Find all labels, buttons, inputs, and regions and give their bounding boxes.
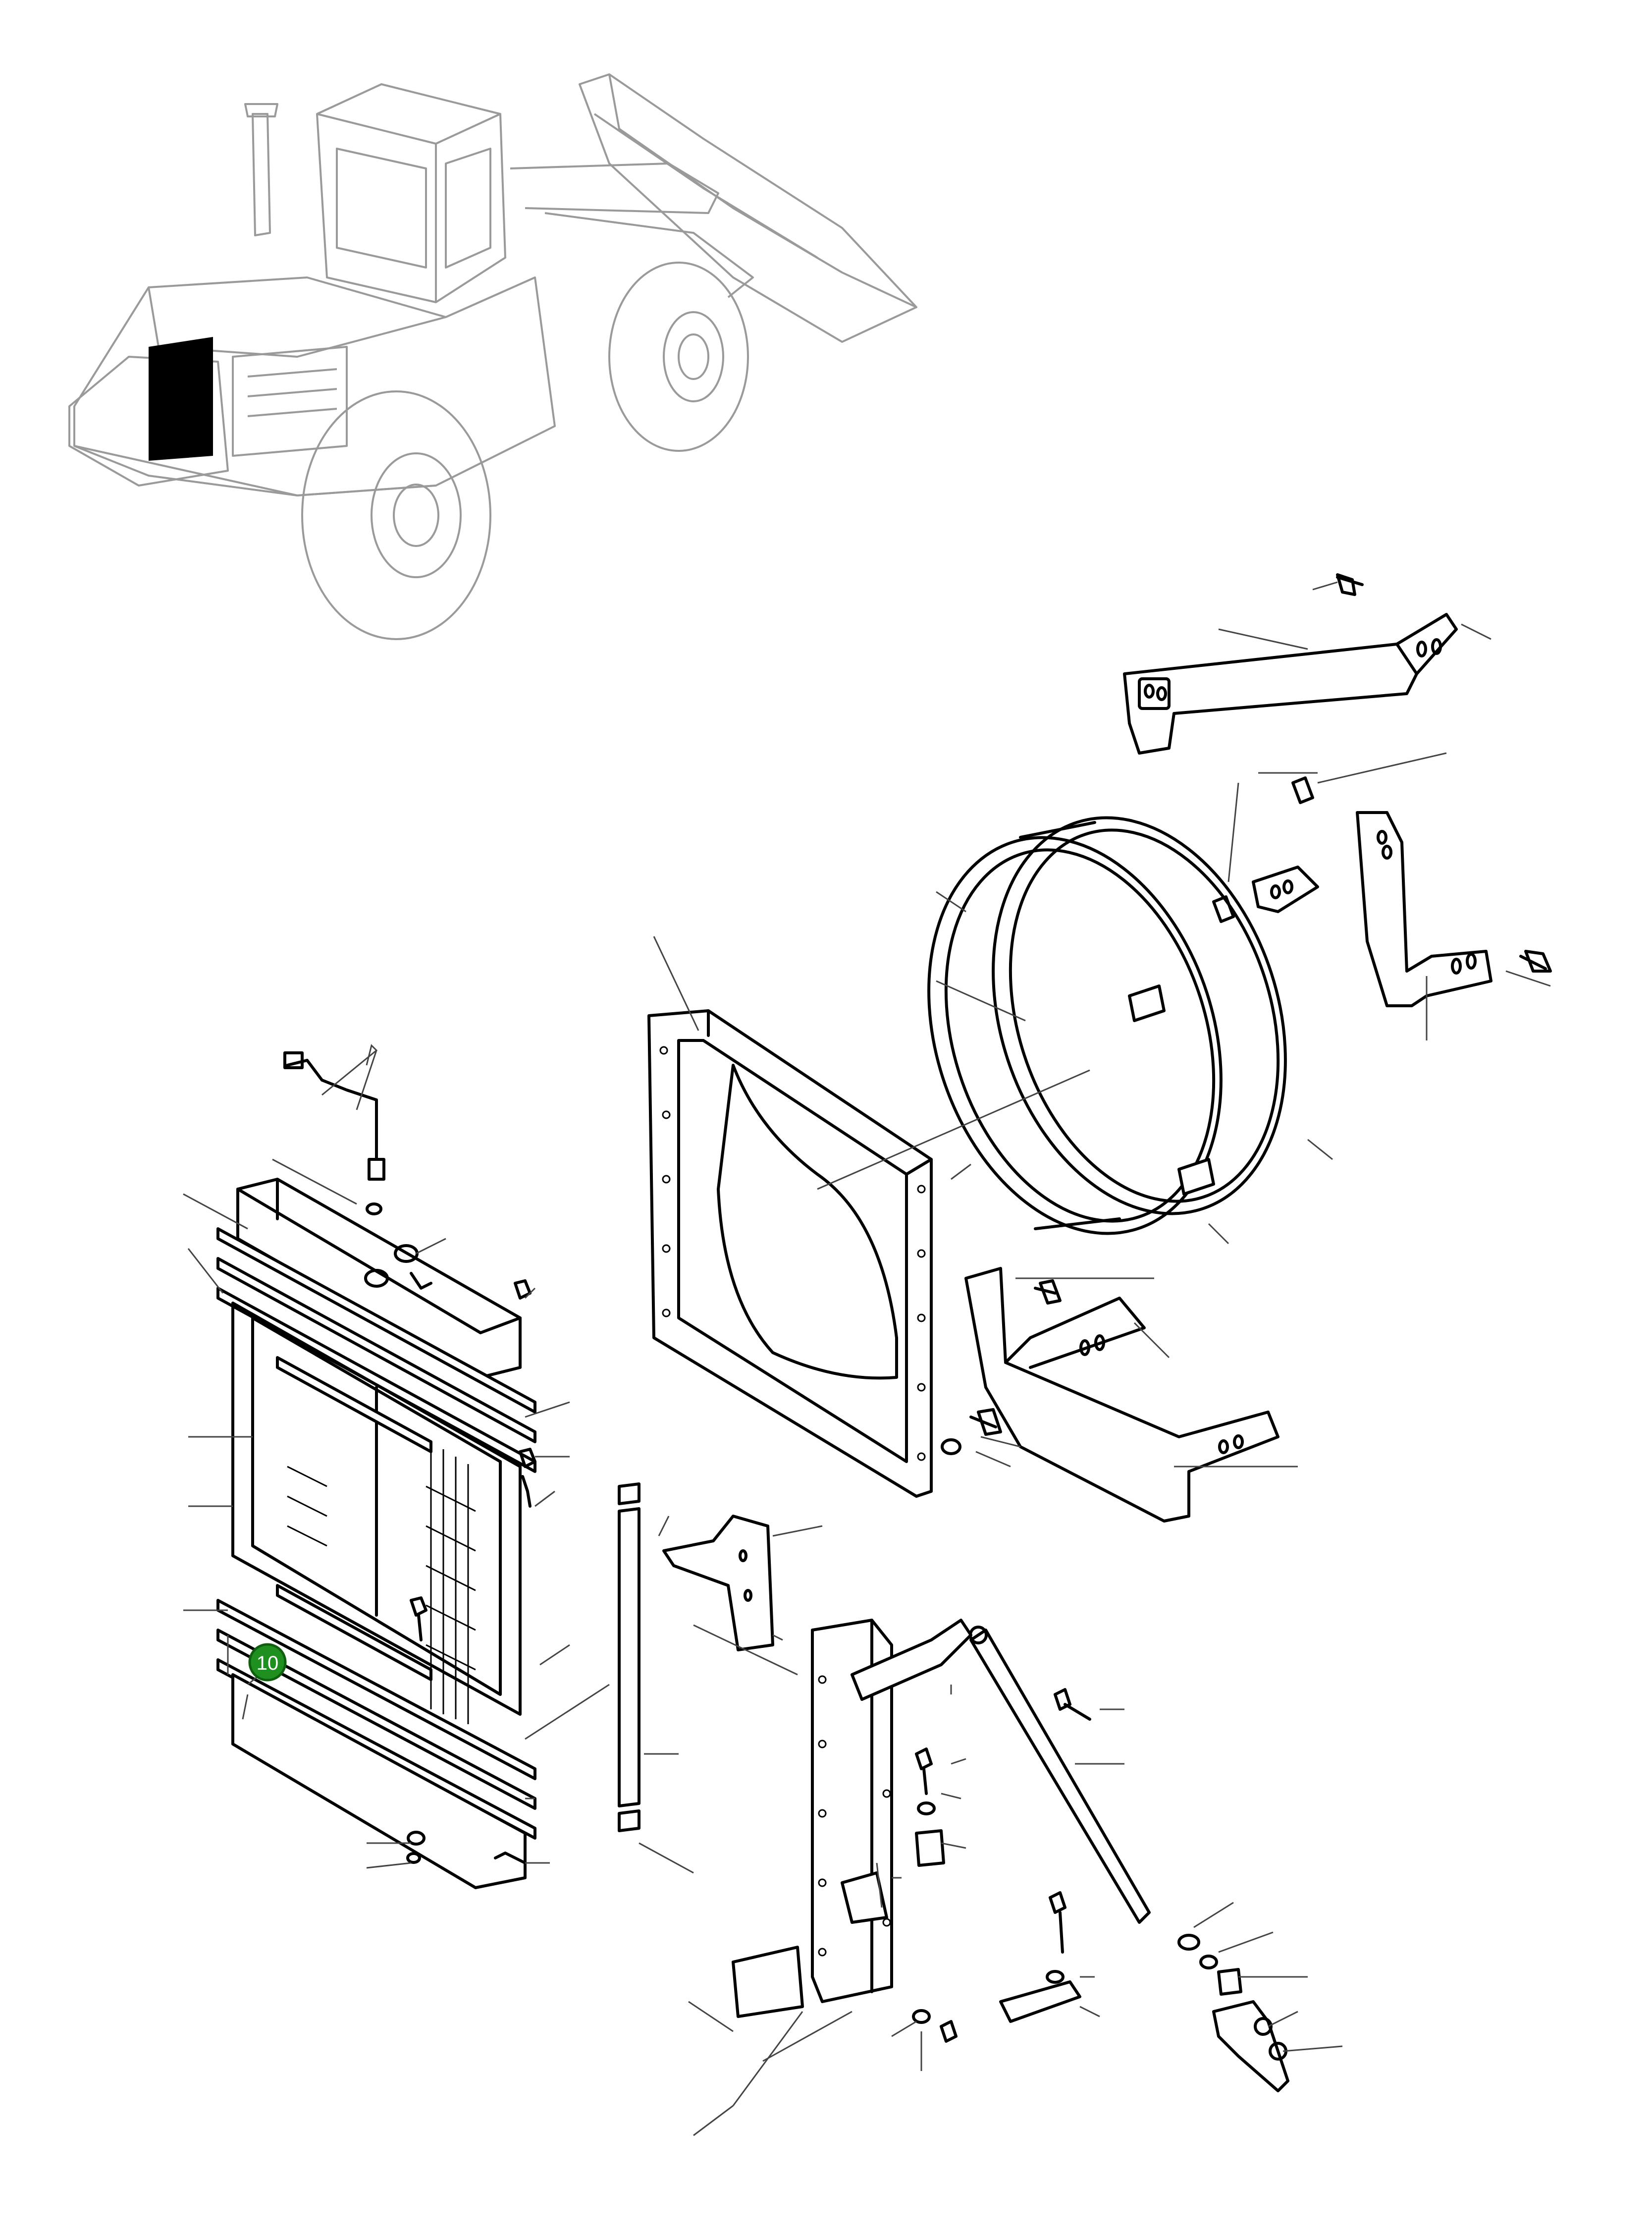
callout-10-marker[interactable]: [248, 1643, 287, 1682]
radiator-highlight: [149, 337, 213, 461]
callout-10-label: 10: [257, 1652, 279, 1674]
radiator-support-frame: [618, 1482, 1289, 2092]
wheel-loader-overview: [68, 73, 917, 640]
upper-support-bracket: [1123, 573, 1458, 755]
shroud-side-bracket: [941, 1267, 1279, 1523]
callout-10[interactable]: 10: [247, 1643, 287, 1686]
fan-ring: [927, 816, 1287, 1235]
fan-shroud-mounting-plates: [1212, 776, 1552, 1007]
leader-lines: [183, 581, 1551, 2136]
fan-shroud: [647, 1009, 933, 1498]
radiator-core: [216, 1051, 536, 1889]
